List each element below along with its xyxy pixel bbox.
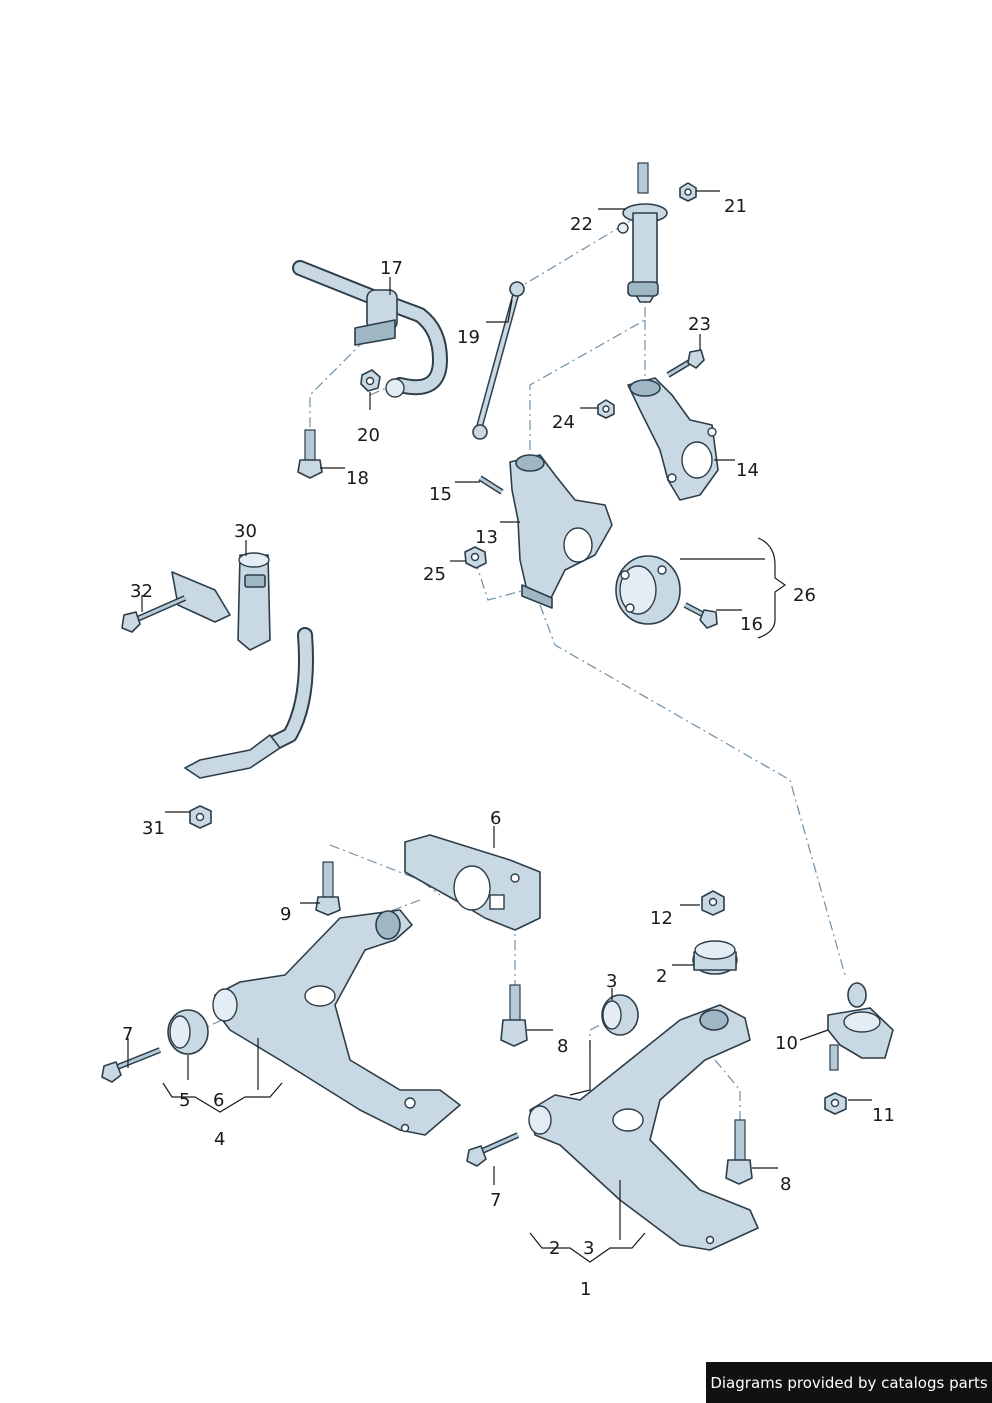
callout-2-bottom: 2 <box>549 1238 560 1259</box>
callout-2-top: 2 <box>656 966 667 987</box>
callout-16: 16 <box>740 614 763 635</box>
callout-23: 23 <box>688 314 711 335</box>
nut-12[interactable] <box>701 890 725 916</box>
nut-25[interactable] <box>464 546 487 569</box>
callout-18: 18 <box>346 468 369 489</box>
callout-24: 24 <box>552 412 575 433</box>
callout-3-bottom: 3 <box>583 1238 594 1259</box>
bolt-8-lower[interactable] <box>725 1119 753 1185</box>
callout-22: 22 <box>570 214 593 235</box>
callout-labels: 17 18 20 19 21 22 23 24 14 15 13 25 26 1… <box>122 196 895 1300</box>
callout-26: 26 <box>793 585 816 606</box>
nut-24[interactable] <box>597 399 615 419</box>
nut-21[interactable] <box>679 182 697 202</box>
bushing-5[interactable] <box>167 1009 209 1055</box>
callout-19: 19 <box>457 327 480 348</box>
control-arm-left[interactable] <box>212 909 461 1136</box>
nut-20[interactable] <box>360 369 381 392</box>
callout-7-right: 7 <box>490 1190 501 1211</box>
bolt-15[interactable] <box>478 475 504 495</box>
bolt-7-right[interactable] <box>466 1132 520 1167</box>
callout-14: 14 <box>736 460 759 481</box>
bolt-9[interactable] <box>315 861 341 916</box>
callout-7-left: 7 <box>122 1024 133 1045</box>
callout-30: 30 <box>234 521 257 542</box>
level-sensor[interactable] <box>171 552 314 779</box>
ball-joint[interactable] <box>827 982 894 1071</box>
callout-13: 13 <box>475 527 498 548</box>
callout-6-top: 6 <box>490 808 501 829</box>
diagram-credit: Diagrams provided by catalogs parts <box>706 1362 992 1403</box>
callout-11: 11 <box>872 1105 895 1126</box>
nut-11[interactable] <box>824 1092 847 1115</box>
callout-25: 25 <box>423 564 446 585</box>
callout-1: 1 <box>580 1279 591 1300</box>
callout-6-bottom: 6 <box>213 1090 224 1111</box>
callout-8-upper: 8 <box>557 1036 568 1057</box>
stabilizer-bar[interactable] <box>292 260 448 398</box>
callout-31: 31 <box>142 818 165 839</box>
nut-31[interactable] <box>189 805 212 829</box>
callout-9: 9 <box>280 904 291 925</box>
callout-32: 32 <box>130 581 153 602</box>
callout-8-lower: 8 <box>780 1174 791 1195</box>
bushing-3[interactable] <box>601 994 639 1036</box>
bolt-16[interactable] <box>683 602 718 629</box>
bolt-8-upper[interactable] <box>500 984 528 1047</box>
wheel-hub[interactable] <box>615 555 681 625</box>
callout-12: 12 <box>650 908 673 929</box>
shock-absorber-strut[interactable] <box>617 162 668 303</box>
callout-15: 15 <box>429 484 452 505</box>
callout-20: 20 <box>357 425 380 446</box>
bushing-2[interactable] <box>692 940 738 975</box>
bolt-23[interactable] <box>666 349 705 378</box>
control-arm-right[interactable] <box>528 1004 759 1251</box>
bolt-18[interactable] <box>297 429 323 479</box>
callout-21: 21 <box>724 196 747 217</box>
callout-10: 10 <box>775 1033 798 1054</box>
bolt-7-left[interactable] <box>101 1047 162 1083</box>
wheel-bearing-housing-14[interactable] <box>627 377 719 501</box>
wheel-bearing-housing-13[interactable] <box>509 454 613 609</box>
bolt-32[interactable] <box>121 595 187 633</box>
coupling-rod[interactable] <box>472 281 525 440</box>
callout-5: 5 <box>179 1090 190 1111</box>
callout-4: 4 <box>214 1129 225 1150</box>
subframe-bracket[interactable] <box>404 834 541 931</box>
callout-17: 17 <box>380 258 403 279</box>
callout-3-top: 3 <box>606 971 617 992</box>
leader-lines <box>127 190 872 1263</box>
